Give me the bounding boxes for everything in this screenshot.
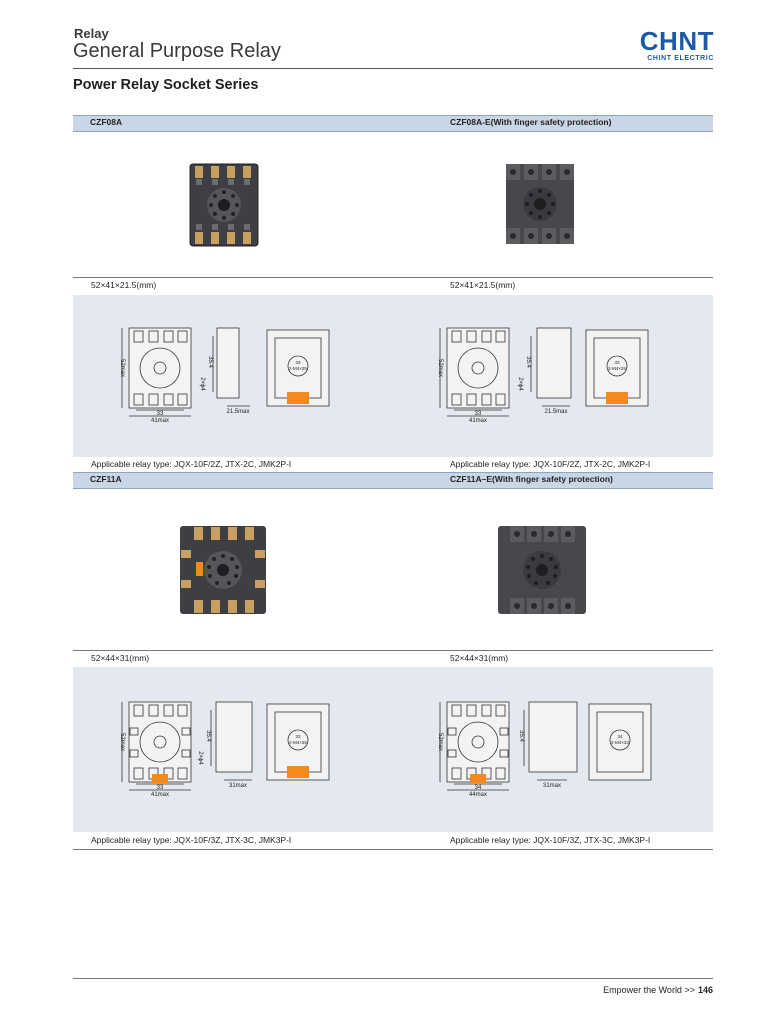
label-width-max: 44max	[469, 792, 487, 798]
label-inner: 33	[614, 360, 620, 365]
applicable-czf11a-e: Applicable relay type: JQX-10F/3Z, JTX-3…	[450, 835, 651, 845]
divider-row2-dims	[73, 650, 713, 651]
label-pitch: 35.4	[518, 730, 524, 742]
section-title: Power Relay Socket Series	[73, 77, 259, 93]
label-inner2: 2-M4×33	[611, 740, 629, 745]
photo-czf08a	[189, 163, 259, 247]
divider-row1-dims	[73, 277, 713, 278]
label-depth: 21.5max	[226, 409, 249, 415]
photo-czf11a-e	[498, 526, 586, 614]
label-height: 52max	[437, 733, 443, 751]
drawing-czf08a: 33 41max 52max 35.4 2×ϕ4 21.5max 33 2-M4…	[119, 327, 330, 424]
model-bar-row2: CZF11A CZF11A–E(With finger safety prote…	[73, 472, 713, 489]
label-inner: 33	[295, 734, 301, 739]
label-inner: 33	[295, 360, 301, 365]
label-height: 52max	[119, 733, 125, 751]
label-pitch: 35.4	[525, 356, 531, 368]
label-hole: 2×ϕ4	[199, 377, 205, 391]
applicable-czf08a: Applicable relay type: JQX-10F/2Z, JTX-2…	[91, 459, 292, 469]
model-bar-row1: CZF08A CZF08A-E(With finger safety prote…	[73, 115, 713, 132]
label-height: 52max	[119, 359, 125, 377]
footer-text: Empower the World >>	[603, 985, 695, 995]
divider-row2-bottom	[73, 849, 713, 850]
header-divider	[73, 68, 713, 69]
brand-subtitle: CHINT ELECTRIC	[647, 55, 714, 62]
label-inner: 34	[617, 734, 623, 739]
model-label-czf08a: CZF08A	[90, 117, 123, 127]
brand-logo: CHNT CHINT ELECTRIC	[618, 28, 714, 62]
label-inner2: 2-M4×25	[289, 740, 307, 745]
label-width-max: 41max	[469, 418, 487, 424]
page-number: 146	[697, 985, 713, 995]
label-width: 34	[475, 785, 482, 791]
label-hole: 2×ϕ4	[197, 751, 203, 765]
label-width-max: 41max	[151, 792, 169, 798]
applicable-czf11a: Applicable relay type: JQX-10F/3Z, JTX-3…	[91, 835, 292, 845]
photo-czf08a-e	[506, 164, 574, 244]
drawing-czf11a: 33 41max 52max 35.4 2×ϕ4 31max 33 2-M4×2…	[119, 701, 330, 798]
brand-wordmark: CHNT	[639, 26, 714, 56]
dimensions-czf08a: 52×41×21.5(mm)	[91, 280, 157, 290]
label-width: 33	[157, 785, 164, 791]
label-pitch: 35.4	[205, 730, 211, 742]
label-width: 33	[475, 411, 482, 417]
label-height: 52max	[437, 359, 443, 377]
dimensions-czf11a: 52×44×31(mm)	[91, 653, 150, 663]
label-pitch: 35.4	[207, 356, 213, 368]
photo-czf11a	[180, 526, 266, 614]
model-label-czf08a-e: CZF08A-E(With finger safety protection)	[450, 117, 612, 127]
model-label-czf11a: CZF11A	[90, 474, 122, 484]
label-depth: 31max	[543, 783, 561, 789]
drawing-czf08a-e: 33 41max 52max 35.4 2×ϕ4 21.5max 33 2-M4…	[437, 327, 649, 424]
label-depth: 31max	[229, 783, 247, 789]
applicable-czf08a-e: Applicable relay type: JQX-10F/2Z, JTX-2…	[450, 459, 651, 469]
category-label: Relay	[74, 26, 109, 41]
dimensions-czf11a-e: 52×44×31(mm)	[450, 653, 509, 663]
label-inner2: 2-M4×25	[289, 366, 307, 371]
label-width: 33	[157, 411, 164, 417]
drawing-czf11a-e: 34 44max 52max 35.4 31max 34 2-M4×33	[437, 701, 652, 798]
footer: Empower the World >>146	[603, 985, 713, 995]
label-width-max: 41max	[151, 418, 169, 424]
label-hole: 2×ϕ4	[517, 377, 523, 391]
label-inner2: 2-M4×25	[608, 366, 626, 371]
footer-divider	[73, 978, 713, 979]
page-title: General Purpose Relay	[73, 40, 281, 62]
label-depth: 21.5max	[544, 409, 567, 415]
dimensions-czf08a-e: 52×41×21.5(mm)	[450, 280, 516, 290]
model-label-czf11a-e: CZF11A–E(With finger safety protection)	[450, 474, 613, 484]
